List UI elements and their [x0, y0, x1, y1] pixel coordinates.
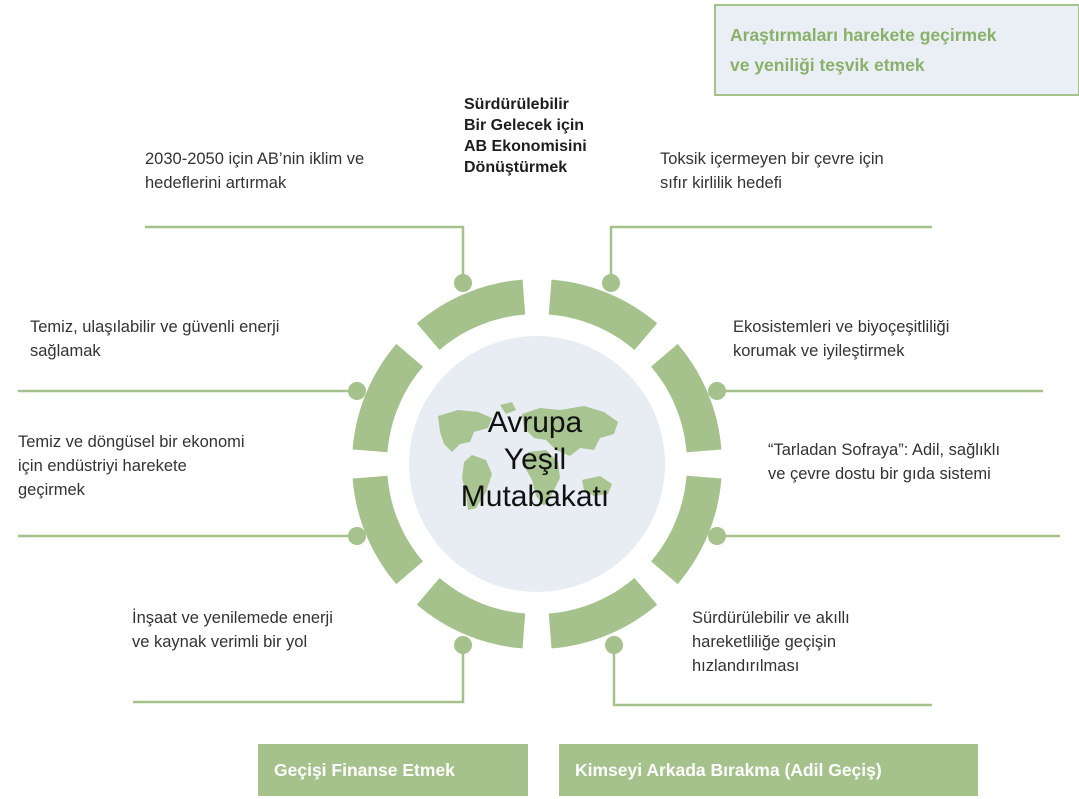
world-map-icon — [438, 402, 618, 510]
ring-segments — [352, 279, 722, 649]
item-sustainable-mobility: Sürdürülebilir ve akıllı hareketliliğe g… — [692, 609, 850, 675]
segment-top-right — [548, 279, 658, 350]
dot-top-right — [602, 274, 620, 292]
segment-top-left — [416, 279, 526, 350]
item-building-renovation: İnşaat ve yenilemede enerji ve kaynak ve… — [132, 609, 333, 651]
dot-bottom-left — [454, 636, 472, 654]
dot-left-3 — [348, 527, 366, 545]
item-biodiversity: Ekosistemleri ve biyoçeşitliliği korumak… — [733, 318, 950, 360]
segment-left-lower — [352, 475, 423, 585]
connector-bottom-right — [612, 645, 932, 707]
connector-dots — [348, 274, 726, 654]
top-title: Sürdürülebilir Bir Gelecek için AB Ekono… — [464, 96, 587, 176]
dot-right-3 — [708, 527, 726, 545]
item-zero-pollution: Toksik içermeyen bir çevre için sıfır ki… — [660, 150, 884, 192]
segment-bottom-right — [548, 578, 658, 649]
box-just-transition: Kimseyi Arkada Bırakma (Adil Geçiş) — [559, 744, 978, 796]
item-climate-targets: 2030-2050 için AB’nin iklim ve hedefleri… — [145, 150, 365, 192]
segment-right-upper — [651, 343, 722, 453]
box-financing-transition: Geçişi Finanse Etmek — [258, 744, 528, 796]
item-circular-economy: Temiz ve döngüsel bir ekonomi için endüs… — [18, 433, 245, 499]
header-box-research: Araştırmaları harekete geçirmek ve yenil… — [714, 4, 1079, 96]
dot-right-2 — [708, 382, 726, 400]
segment-left-upper — [352, 343, 423, 453]
dot-bottom-right — [605, 636, 623, 654]
item-farm-to-fork: “Tarladan Sofraya”: Adil, sağlıklı ve çe… — [768, 441, 1001, 483]
item-clean-energy: Temiz, ulaşılabilir ve güvenli enerji sa… — [30, 318, 280, 360]
segment-bottom-left — [416, 578, 526, 649]
dot-top-left — [454, 274, 472, 292]
dot-left-2 — [348, 382, 366, 400]
connector-lines — [18, 225, 1060, 707]
center-title: Avrupa Yeşil Mutabakatı — [460, 406, 610, 513]
connector-bottom-left — [133, 645, 465, 704]
segment-right-lower — [651, 475, 722, 585]
connector-top-left — [145, 225, 465, 283]
connector-top-right — [609, 225, 932, 283]
